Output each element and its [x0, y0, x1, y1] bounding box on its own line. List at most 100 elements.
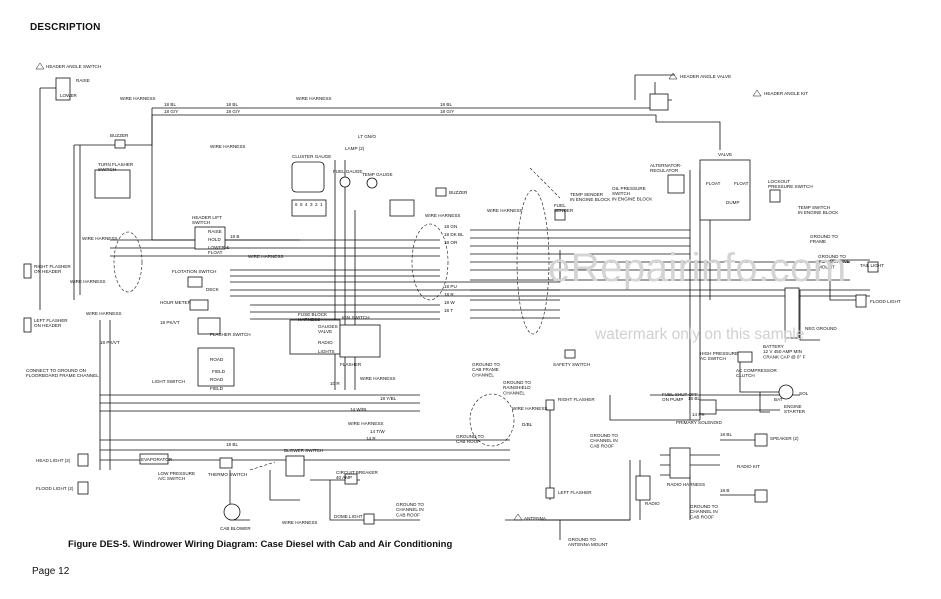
- wire-code: 18 PK/VT: [160, 320, 180, 325]
- valve-box: [699, 159, 751, 221]
- label-thermo-switch: THERMO SWITCH: [208, 472, 247, 477]
- primary-solenoid-box: [699, 399, 717, 415]
- label-bat: BAT: [774, 397, 783, 402]
- wire-code: 18 BL: [720, 432, 732, 437]
- label-wire-harness-10: WIRE HARNESS: [360, 376, 395, 381]
- wire-left-trunk-2: [151, 115, 300, 241]
- page-number: Page 12: [32, 566, 70, 577]
- bundle-right-2: [470, 261, 850, 281]
- wire-code: 18 OR: [444, 240, 458, 245]
- label-blower-switch: BLOWER SWITCH: [284, 448, 323, 453]
- label-float: FLOAT: [706, 181, 721, 186]
- label-wire-harness-11: WIRE HARNESS: [348, 421, 383, 426]
- label-hold: HOLD: [208, 237, 221, 242]
- label-left-flasher: LEFT FLASHER: [558, 490, 592, 495]
- connector-pin: 4: [305, 202, 308, 207]
- label-wire-harness-5: WIRE HARNESS: [70, 279, 105, 284]
- turn-flasher-switch-box: [94, 169, 131, 199]
- label-lower: LOWER: [60, 93, 78, 98]
- label-road-2: ROAD: [210, 377, 224, 382]
- label-raise: RAISE: [76, 78, 90, 83]
- wire-left-lower: [99, 320, 111, 470]
- label-right-flasher: RIGHT FLASHER: [558, 397, 595, 402]
- right-flasher-box: [545, 399, 555, 411]
- wire-code: 14 R: [366, 436, 376, 441]
- wire-code: 18 PU: [444, 284, 457, 289]
- buzzer-box-1: [114, 139, 126, 149]
- connector-block-2: [389, 199, 415, 217]
- label-buzzer-1: BUZZER: [110, 133, 129, 138]
- blower-switch-box: [285, 455, 305, 477]
- wire-code: 18 BL: [226, 102, 238, 107]
- wire-battery: [609, 360, 800, 421]
- flood-light-right-box: [855, 294, 867, 308]
- wire-top-2: [152, 114, 721, 150]
- radio-harness-box: [669, 447, 691, 479]
- label-radio: RADIO: [318, 340, 333, 345]
- label-hour-meter: HOUR METER: [160, 300, 192, 305]
- circuit-breaker-box: [344, 473, 358, 485]
- label-flood-light-right: FLOOD LIGHT: [870, 299, 901, 304]
- fuel-sender-box: [554, 209, 566, 221]
- cab-blower-circle: [223, 503, 241, 521]
- label-sol: SOL: [799, 391, 809, 396]
- label-antenna: ANTENNA: [524, 516, 547, 521]
- watermark-note: watermark only on this sample: [595, 326, 805, 343]
- harness-dash-1: [249, 167, 561, 471]
- label-dump: DUMP: [726, 200, 740, 205]
- label-wire-harness-12: WIRE HARNESS: [512, 406, 547, 411]
- section-header: DESCRIPTION: [30, 22, 101, 33]
- label-safety-switch: SAFETY SWITCH: [553, 362, 590, 367]
- label-road: ROAD: [210, 357, 224, 362]
- wire-code: 18 BL: [440, 102, 452, 107]
- label-header-angle-switch: HEADER ANGLE SWITCH: [46, 64, 101, 69]
- label-header-angle-kit: HEADER ANGLE KIT: [764, 91, 808, 96]
- wire-code: 18 B: [720, 488, 729, 493]
- label-wire-harness-9: WIRE HARNESS: [487, 208, 522, 213]
- light-switch-box: [197, 347, 235, 387]
- evaporator-box: [139, 453, 169, 465]
- wire-code: 18 B: [230, 234, 239, 239]
- wire-code: 18 T: [444, 308, 453, 313]
- left-flasher-header-box: [23, 317, 32, 333]
- wire-code: 18 GN: [444, 224, 457, 229]
- watermark: eRepairinfo.com: [548, 246, 847, 290]
- speaker-box-2: [754, 489, 768, 503]
- label-float-2: FLOAT: [734, 181, 749, 186]
- label-buzzer-2: BUZZER: [449, 190, 468, 195]
- label-valve: VALVE: [718, 152, 732, 157]
- neg-ground-box: [784, 287, 800, 339]
- connector-block-1: [291, 199, 327, 217]
- wire-code: LT GN/O: [358, 134, 376, 139]
- header-angle-valve-box: [649, 93, 669, 111]
- label-alternator-regulator: ALTERNATOR-REGULATOR: [650, 163, 682, 173]
- label-primary-solenoid: PRIMARY SOLENOID: [676, 420, 722, 425]
- label-dome-light: DOME LIGHT: [334, 514, 363, 519]
- wire-lower-1: [100, 394, 420, 412]
- wire-code: 18 G/Y: [164, 109, 178, 114]
- label-temp-gauge: TEMP GAUGE: [362, 172, 393, 177]
- connector-pin: 2: [315, 202, 318, 207]
- harness-loop-lower: [469, 393, 515, 447]
- alternator-box: [667, 174, 685, 194]
- wire-code: 14 T/W: [370, 429, 385, 434]
- fuel-gauge-circle: [339, 176, 351, 188]
- label-flasher: FLASHER: [340, 362, 362, 367]
